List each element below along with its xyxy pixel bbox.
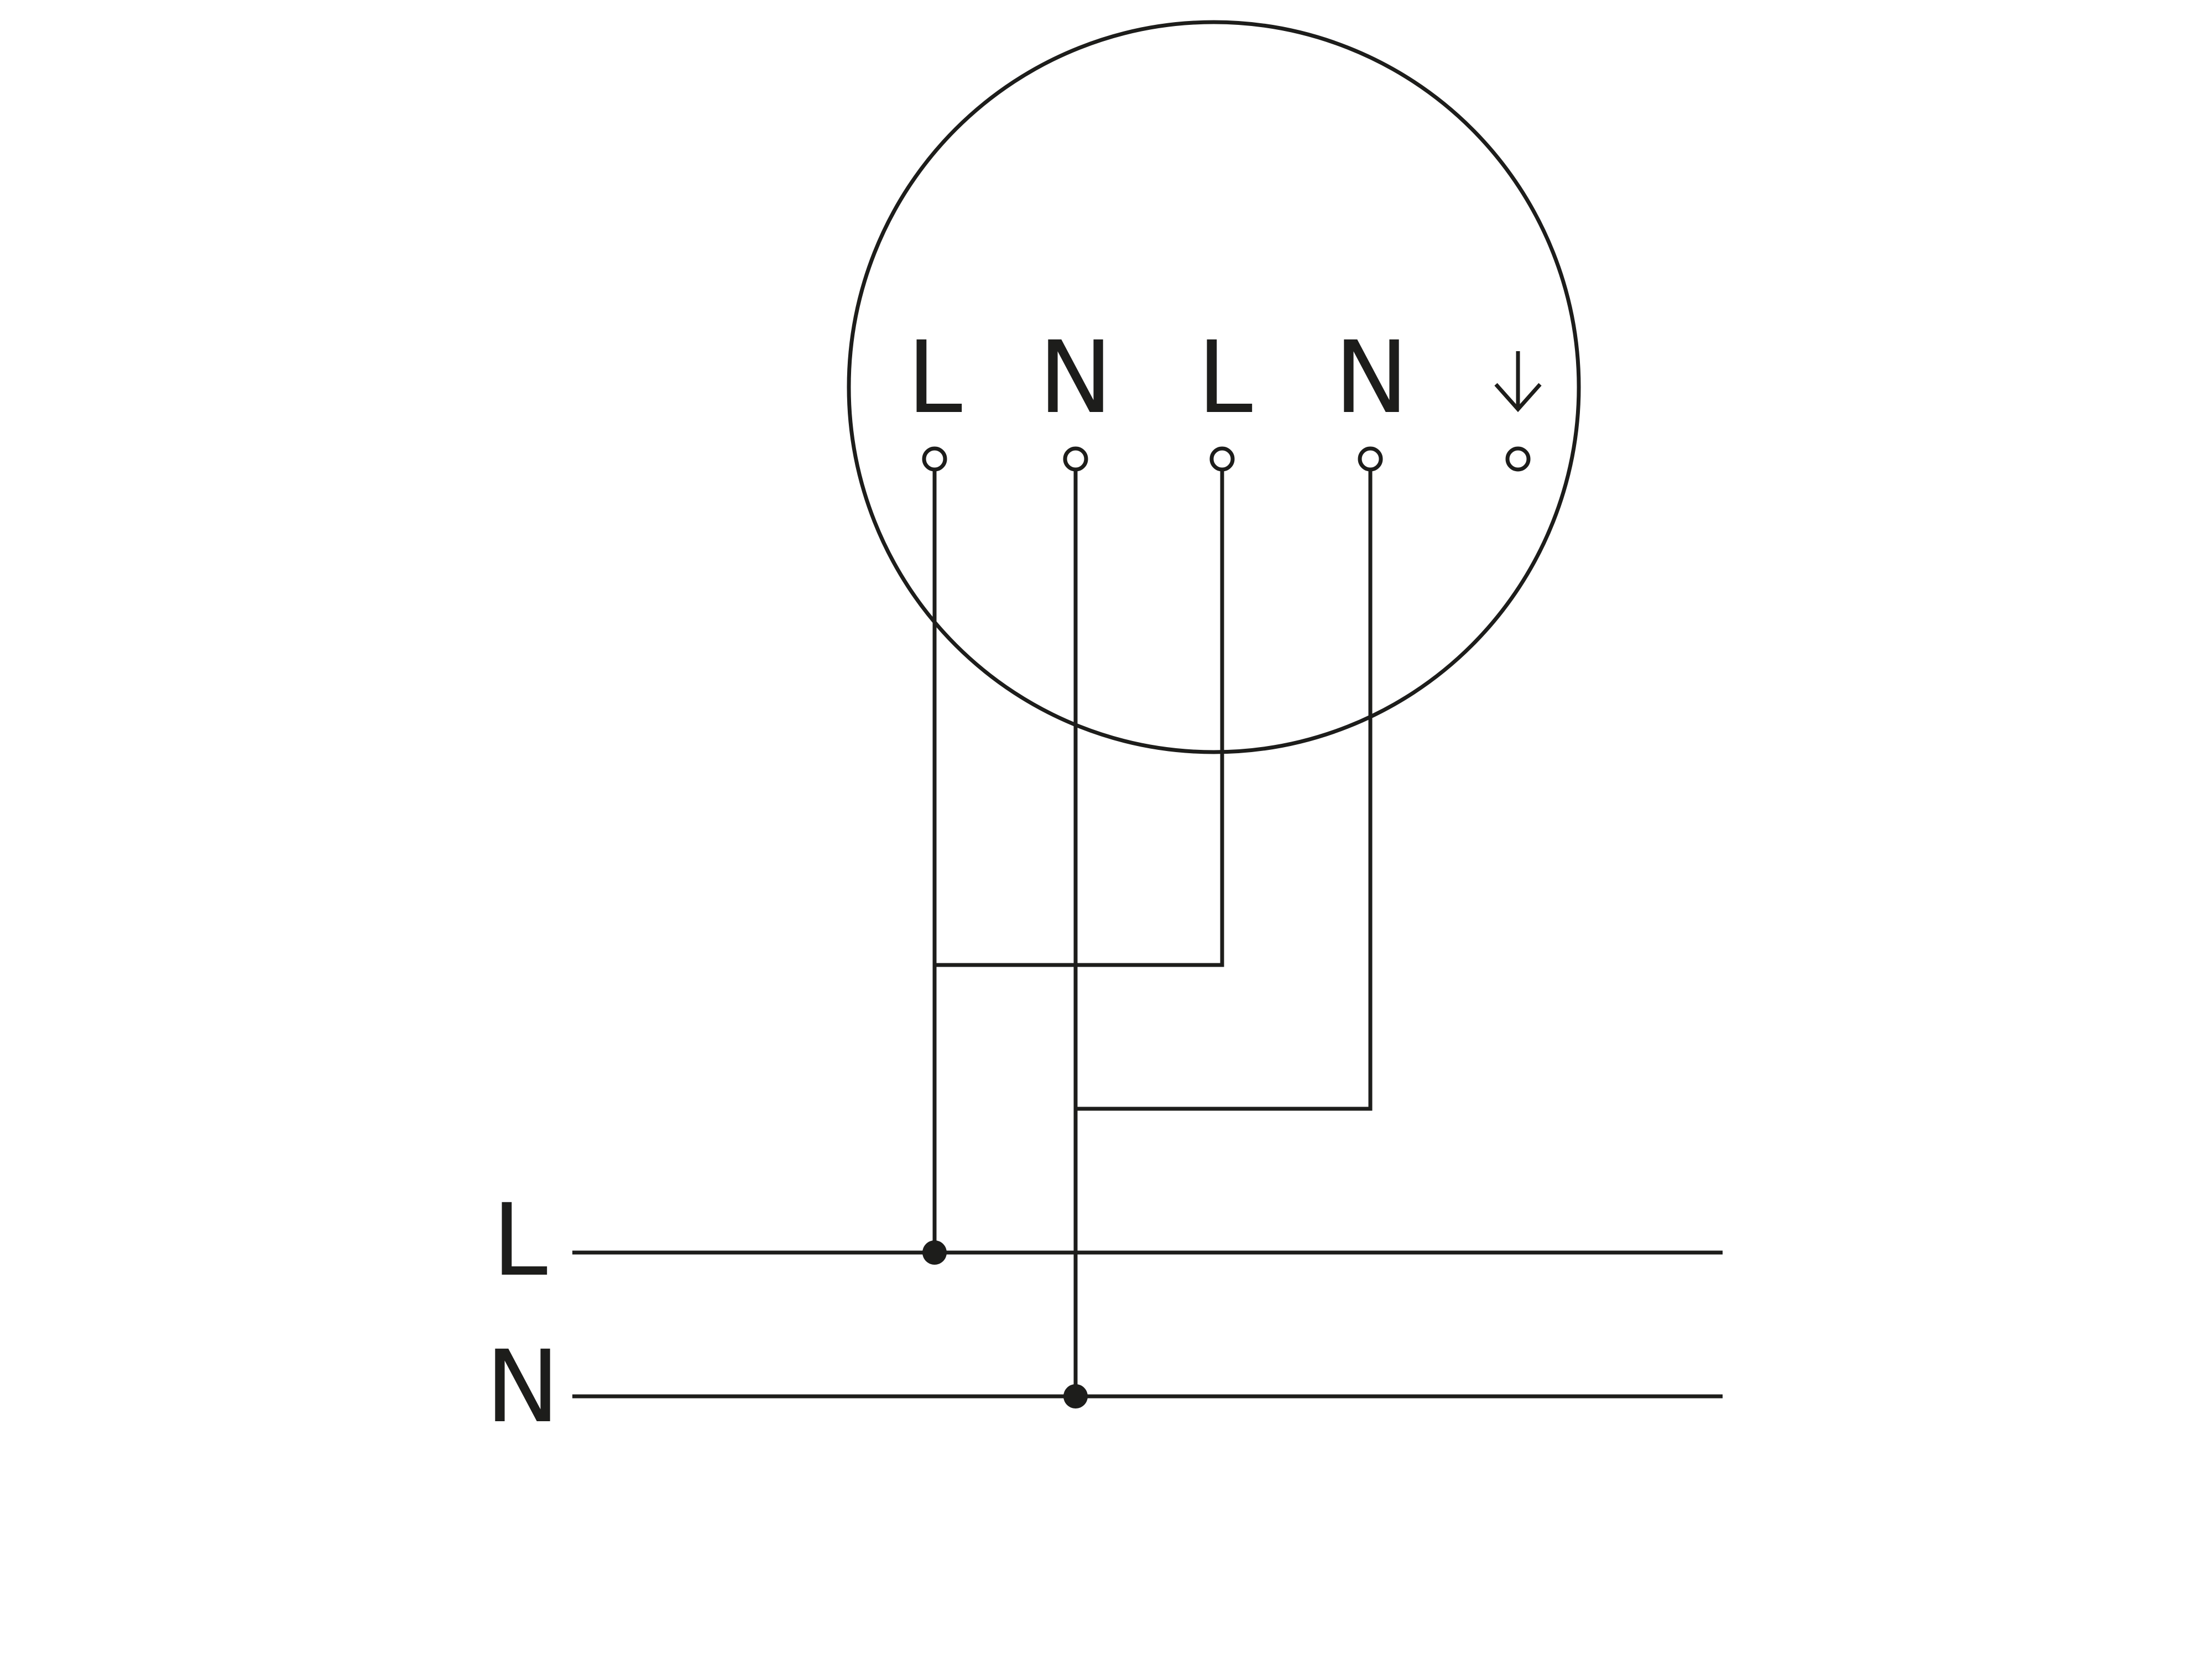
junction-live: [922, 1240, 947, 1265]
terminal-n2: [1358, 446, 1383, 472]
fixture-outline: [847, 20, 1581, 754]
junction-neutral: [1063, 1384, 1088, 1408]
supply-live-label: L: [492, 1183, 547, 1298]
terminal-n1: [1063, 446, 1088, 472]
wire-l2-bridge: [935, 468, 1224, 967]
terminal-label-l1: L: [907, 320, 962, 436]
supply-neutral-label: N: [486, 1329, 560, 1445]
ground-icon: [1494, 351, 1542, 413]
terminal-label-n2: N: [1334, 320, 1409, 436]
terminal-l2: [1209, 446, 1235, 472]
terminal-label-l2: L: [1197, 320, 1253, 436]
terminal-label-n1: N: [1039, 320, 1113, 436]
terminal-l1: [922, 446, 947, 472]
wire-n2-bridge: [1076, 468, 1373, 1111]
terminal-ground: [1505, 446, 1531, 472]
